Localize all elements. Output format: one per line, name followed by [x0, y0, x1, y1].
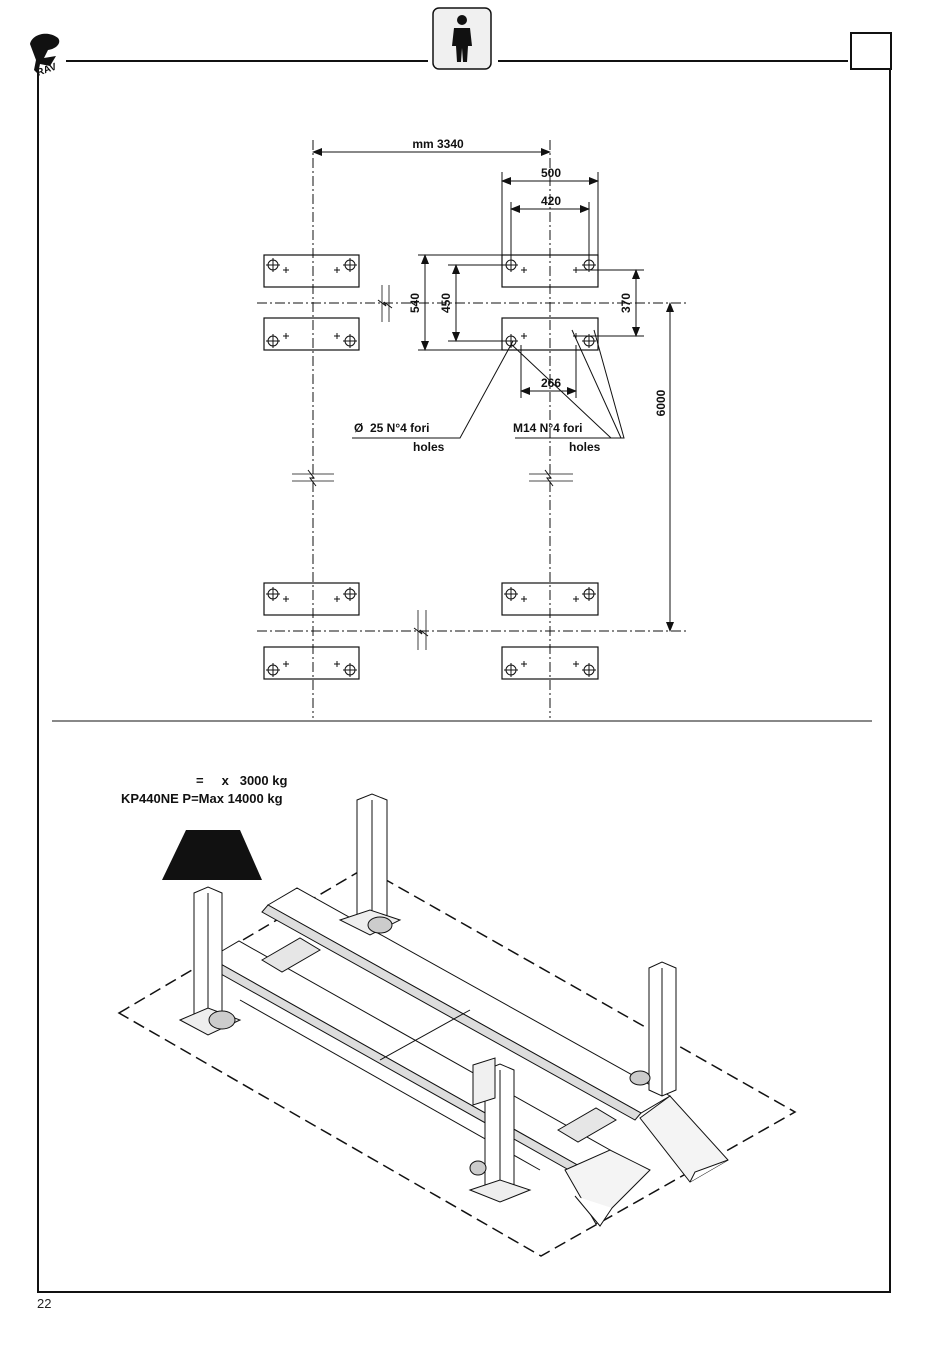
- dim-540-label: 540: [408, 293, 422, 313]
- dim-420-label: 420: [541, 194, 561, 208]
- foundation-plan: [257, 140, 686, 718]
- base-plate-2: [264, 318, 359, 350]
- operator-person-icon: [433, 8, 491, 69]
- dim-500-label: 500: [541, 166, 561, 180]
- base-plate-5: [264, 583, 359, 615]
- load-weight-icon: [162, 830, 262, 880]
- dim-450-label: 450: [439, 293, 453, 313]
- hole-m14-label: M14 N°4 fori: [513, 421, 582, 435]
- max-capacity-label: KP440NE P=Max 14000 kg: [121, 791, 283, 806]
- base-plate-1: [264, 255, 359, 287]
- dim-6000-label: 6000: [654, 389, 668, 416]
- post-rear-right: [630, 962, 676, 1096]
- dim-370-label: 370: [619, 293, 633, 313]
- brand-logo: RAV: [30, 34, 59, 79]
- base-plate-6: [264, 647, 359, 679]
- section-box: [851, 33, 891, 69]
- dim-total-label: mm 3340: [412, 137, 464, 151]
- page-number: 22: [37, 1296, 51, 1311]
- dim-266-label: 266: [541, 376, 561, 390]
- load-per-wheel-label: = x 3000 kg: [196, 773, 287, 788]
- hole-large-label: Ø 25 N°4 fori: [354, 421, 430, 435]
- post-rear-left: [340, 794, 400, 935]
- hole-m14-sublabel: holes: [569, 440, 601, 454]
- hole-large-sublabel: holes: [413, 440, 445, 454]
